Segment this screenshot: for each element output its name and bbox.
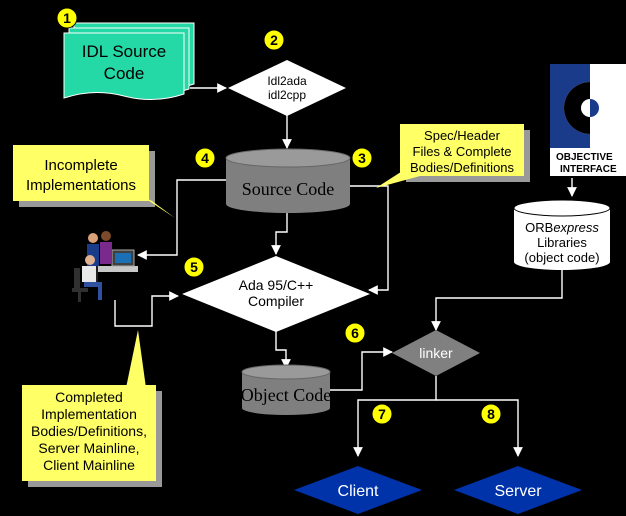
step-badge-8: 8 bbox=[480, 403, 502, 425]
completed-line3: Bodies/Definitions, bbox=[31, 423, 147, 439]
step-badge-7: 7 bbox=[371, 403, 393, 425]
source-code-label: Source Code bbox=[242, 179, 334, 199]
line-spec-to-compiler bbox=[350, 185, 389, 295]
line-people-to-compiler bbox=[114, 291, 179, 327]
orb-italic: express bbox=[553, 220, 599, 235]
linker-label: linker bbox=[419, 345, 453, 361]
step-badge-3: 3 bbox=[351, 147, 373, 169]
arrow-source-to-compiler bbox=[271, 212, 288, 255]
step-number-6: 6 bbox=[351, 325, 359, 341]
spec-header-line2: Files & Complete bbox=[413, 144, 512, 159]
developers-people-icon bbox=[72, 231, 138, 302]
compiler-diamond: Ada 95/C++ Compiler bbox=[182, 256, 370, 332]
step-badge-4: 4 bbox=[194, 147, 216, 169]
step-badge-2: 2 bbox=[263, 29, 285, 51]
step-number-1: 1 bbox=[63, 10, 71, 26]
incomplete-callout: Incomplete Implementations bbox=[13, 145, 175, 218]
orb-libraries-cylinder: ORBexpress Libraries (object code) bbox=[513, 199, 611, 270]
server-diamond: Server bbox=[454, 466, 582, 514]
connector-lines bbox=[114, 83, 577, 457]
step-number-4: 4 bbox=[201, 150, 209, 166]
incomplete-line1: Incomplete bbox=[44, 157, 117, 174]
orb-libraries-line2: Libraries bbox=[537, 235, 587, 250]
source-code-cylinder: Source Code bbox=[225, 148, 351, 213]
arrow-compiler-to-object bbox=[275, 327, 291, 369]
client-label: Client bbox=[338, 483, 379, 500]
logo-line1: OBJECTIVE bbox=[556, 152, 613, 163]
orb-libraries-line3: (object code) bbox=[524, 250, 599, 265]
object-code-cylinder: Object Code bbox=[241, 364, 331, 415]
idl2ada-label-line1: Idl2ada bbox=[267, 74, 307, 88]
step-number-5: 5 bbox=[190, 259, 198, 275]
step-number-8: 8 bbox=[487, 406, 495, 422]
completed-line5: Client Mainline bbox=[43, 457, 135, 473]
arrow-orb-to-linker bbox=[431, 266, 563, 331]
spec-header-callout: Spec/Header Files & Complete Bodies/Defi… bbox=[376, 124, 530, 188]
server-label: Server bbox=[494, 483, 542, 500]
spec-header-line3: Bodies/Definitions bbox=[410, 160, 515, 175]
orb-libraries-line1: ORBexpress bbox=[525, 220, 599, 235]
completed-line1: Completed bbox=[55, 389, 123, 405]
incomplete-line2: Implementations bbox=[26, 177, 136, 194]
orb-prefix: ORB bbox=[525, 220, 553, 235]
object-code-label: Object Code bbox=[241, 385, 331, 405]
idl-source-document: IDL Source Code bbox=[63, 22, 195, 100]
idl-source-label-line1: IDL Source bbox=[82, 42, 166, 61]
objective-interface-logo: OBJECTIVE INTERFACE bbox=[550, 64, 626, 176]
step-number-2: 2 bbox=[270, 32, 278, 48]
idl2ada-label-line2: idl2cpp bbox=[268, 88, 306, 102]
line-linker-split bbox=[353, 376, 437, 457]
idl2ada-diamond: Idl2ada idl2cpp bbox=[228, 60, 346, 116]
linker-diamond: linker bbox=[392, 330, 480, 376]
completed-callout: Completed Implementation Bodies/Definiti… bbox=[22, 330, 162, 487]
completed-line4: Server Mainline, bbox=[38, 440, 139, 456]
line-incomplete-bracket bbox=[137, 179, 226, 260]
compiler-label-line2: Compiler bbox=[248, 293, 304, 309]
completed-line2: Implementation bbox=[41, 406, 137, 422]
client-diamond: Client bbox=[294, 466, 422, 514]
idl-source-label-line2: Code bbox=[104, 64, 145, 83]
step-badge-1: 1 bbox=[56, 7, 78, 29]
logo-line2: INTERFACE bbox=[560, 164, 617, 175]
step-number-7: 7 bbox=[378, 406, 386, 422]
compiler-label-line1: Ada 95/C++ bbox=[239, 277, 314, 293]
spec-header-line1: Spec/Header bbox=[424, 128, 501, 143]
step-badge-5: 5 bbox=[183, 256, 205, 278]
step-number-3: 3 bbox=[358, 150, 366, 166]
step-badge-6: 6 bbox=[344, 322, 366, 344]
arrow-object-to-linker bbox=[330, 347, 393, 391]
line-linker-to-server bbox=[436, 399, 523, 457]
